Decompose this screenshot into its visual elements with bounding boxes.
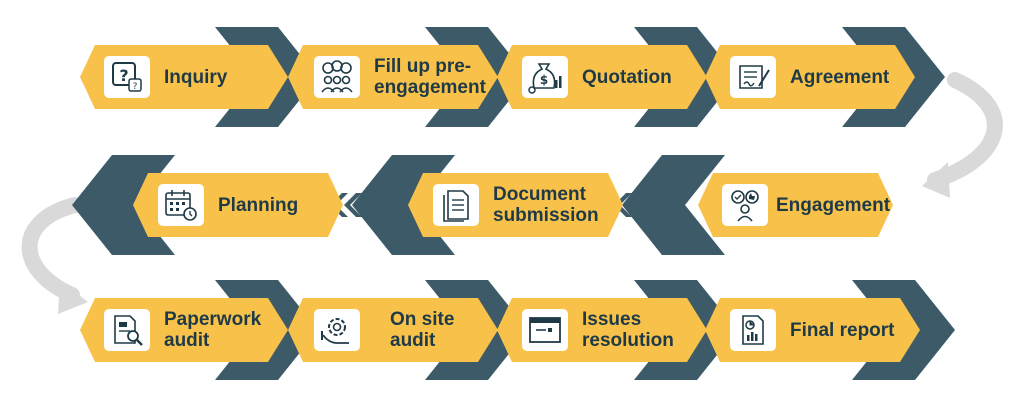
step-fill-up-pre-engagement: Fill up pre-engagement (314, 43, 504, 111)
person-thumbs-up-icon (722, 184, 768, 226)
step-quotation: $ Quotation (522, 43, 672, 111)
curve-arrow-left (21, 197, 83, 303)
report-chart-icon (730, 309, 776, 351)
step-label: On site audit (390, 309, 455, 351)
money-bag-icon: $ (522, 56, 568, 98)
svg-text:$: $ (540, 73, 548, 87)
browser-window-icon (522, 309, 568, 351)
step-label: Fill up pre-engagement (374, 56, 486, 98)
step-on-site-audit: On site audit (314, 296, 470, 364)
step-label: Quotation (582, 66, 672, 88)
step-label: Final report (790, 319, 895, 341)
step-final-report: Final report (730, 296, 895, 364)
curve-arrow-right (927, 72, 1003, 188)
calendar-icon (158, 184, 204, 226)
step-planning: Planning (158, 171, 298, 239)
document-icon (433, 184, 479, 226)
step-label: Inquiry (164, 66, 228, 88)
step-label: Issues resolution (582, 309, 674, 351)
step-issues-resolution: Issues resolution (522, 296, 692, 364)
question-mark-icon: ?? (104, 56, 150, 98)
step-label: Agreement (790, 66, 890, 88)
step-label: Document submission (493, 184, 599, 226)
document-magnifier-icon (104, 309, 150, 351)
signed-contract-icon (730, 56, 776, 98)
step-inquiry: ?? Inquiry (104, 43, 227, 111)
step-label: Paperwork audit (164, 309, 262, 351)
step-agreement: Agreement (730, 43, 889, 111)
svg-text:?: ? (119, 66, 128, 85)
people-feedback-icon (314, 56, 360, 98)
chevron-5 (622, 155, 725, 255)
step-paperwork-audit: Paperwork audit (104, 296, 274, 364)
svg-text:?: ? (133, 82, 138, 92)
step-label: Planning (218, 194, 299, 216)
step-label: Engagement (776, 194, 891, 216)
step-document-submission: Document submission (433, 171, 613, 239)
gear-hand-icon (314, 309, 360, 351)
step-engagement: Engagement (722, 171, 890, 239)
